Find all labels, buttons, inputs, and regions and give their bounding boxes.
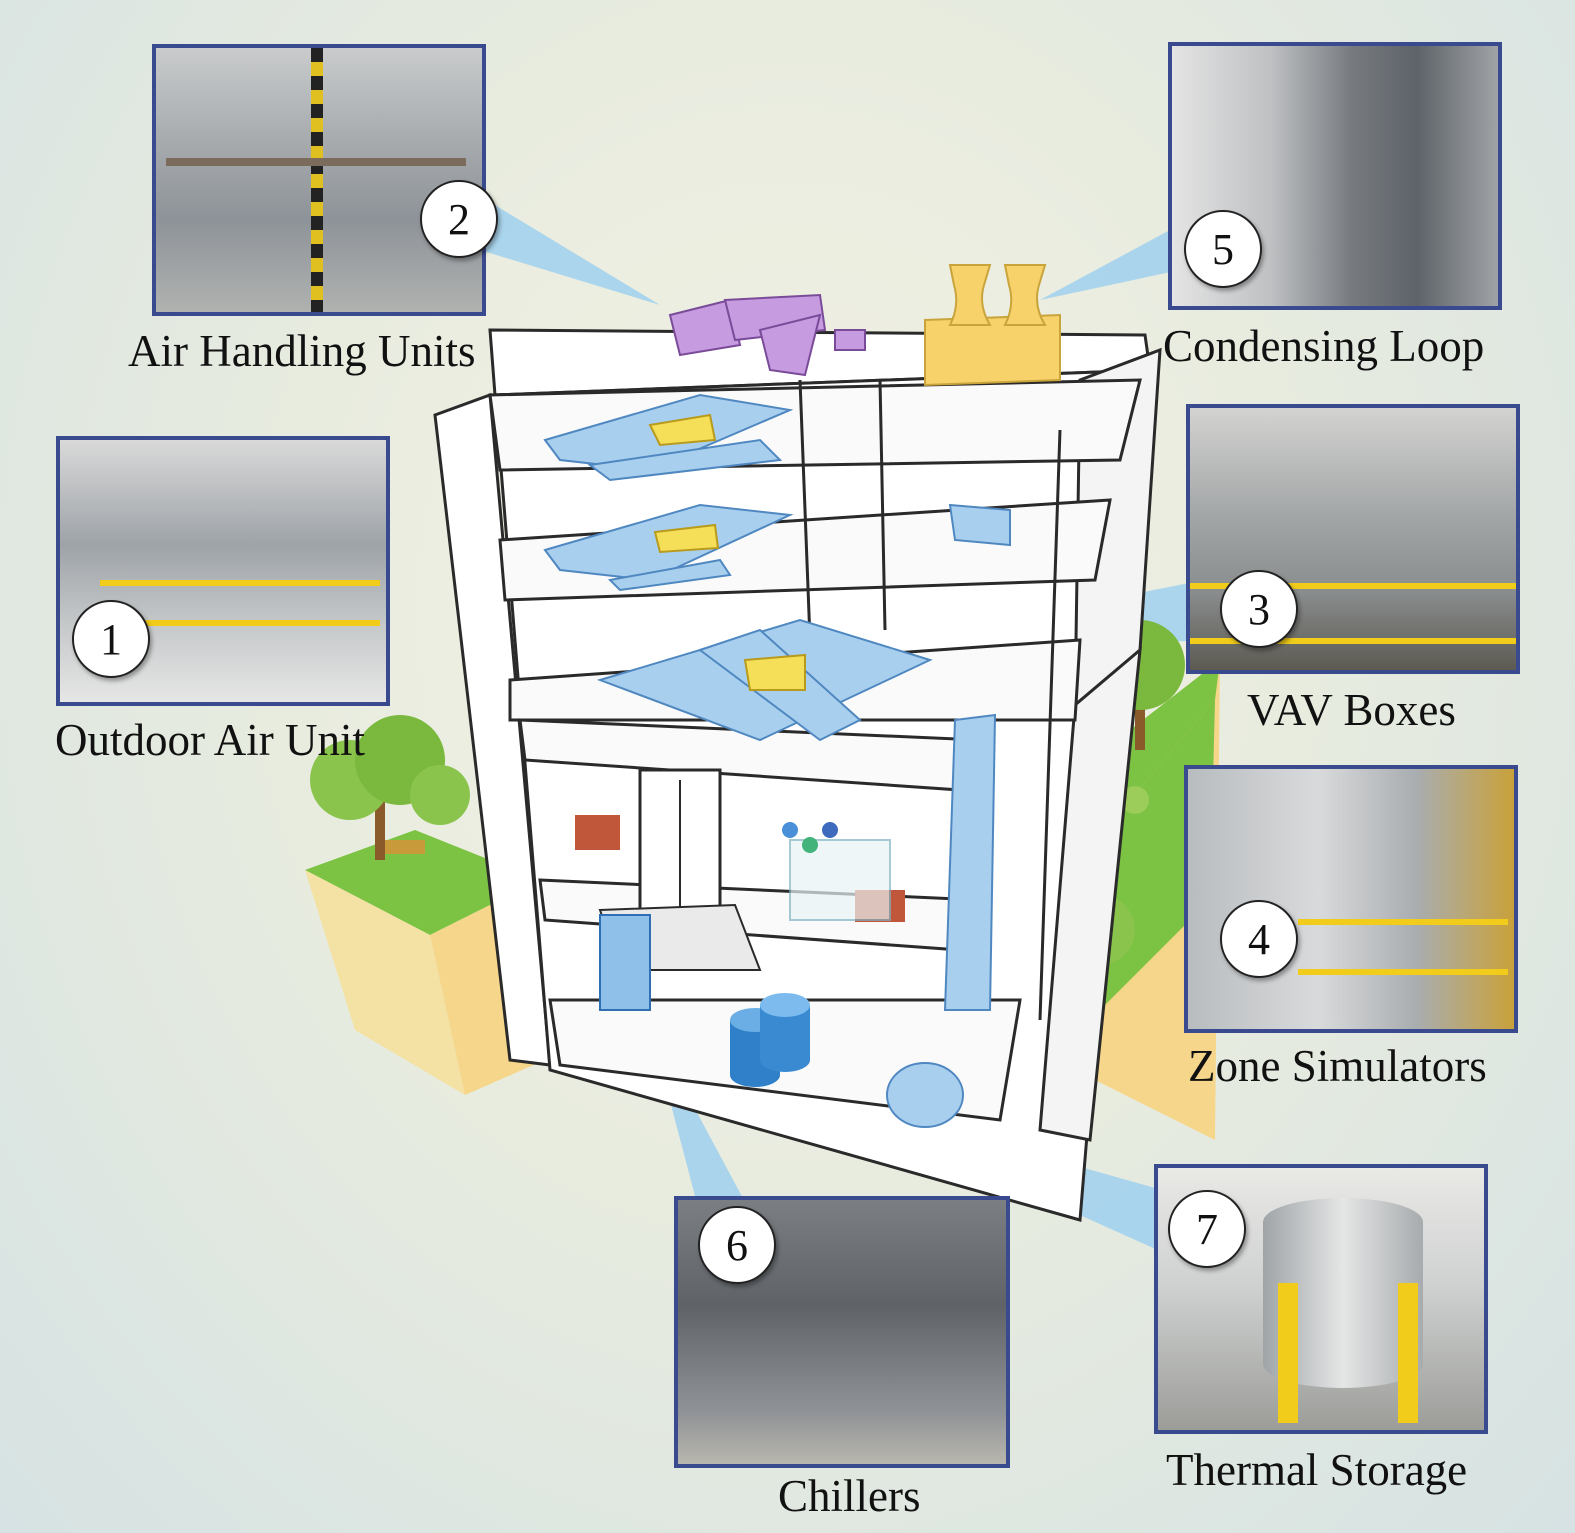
badge-4: 4 bbox=[1220, 900, 1298, 978]
badge-5: 5 bbox=[1184, 210, 1262, 288]
label-chillers: Chillers bbox=[778, 1471, 921, 1521]
badge-6: 6 bbox=[698, 1206, 776, 1284]
air-handling-units-photo bbox=[152, 44, 486, 316]
label-outdoor-air-unit: Outdoor Air Unit bbox=[55, 715, 365, 765]
badge-1: 1 bbox=[72, 600, 150, 678]
label-air-handling-units: Air Handling Units bbox=[128, 326, 476, 376]
label-condensing-loop: Condensing Loop bbox=[1163, 321, 1485, 371]
outdoor-air-unit-photo bbox=[56, 436, 390, 706]
cooling-towers bbox=[924, 264, 1061, 387]
label-thermal-storage: Thermal Storage bbox=[1166, 1445, 1468, 1495]
label-zone-simulators: Zone Simulators bbox=[1188, 1041, 1487, 1091]
label-vav-boxes: VAV Boxes bbox=[1247, 685, 1456, 735]
rooftop-ahu bbox=[668, 293, 866, 377]
badge-2: 2 bbox=[420, 180, 498, 258]
basement-equipment bbox=[599, 914, 810, 1087]
office-room bbox=[575, 768, 905, 971]
zone-simulators-photo bbox=[1184, 765, 1518, 1033]
badge-7: 7 bbox=[1168, 1190, 1246, 1268]
badge-3: 3 bbox=[1220, 570, 1298, 648]
